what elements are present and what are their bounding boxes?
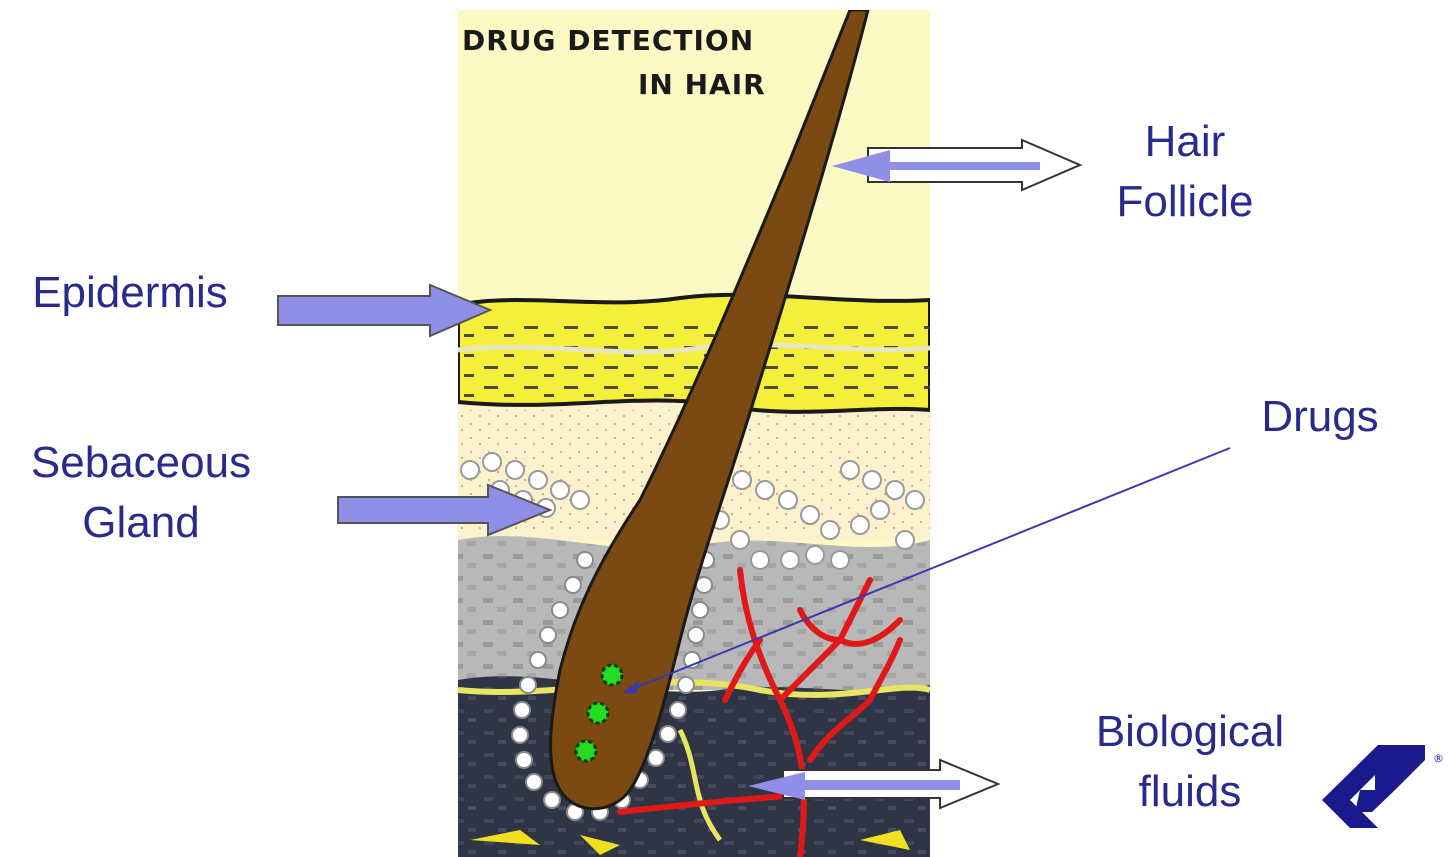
label-epidermis-line-1: Epidermis bbox=[10, 263, 250, 323]
drug-dot bbox=[602, 665, 622, 685]
label-epidermis: Epidermis bbox=[10, 263, 250, 323]
panel-title-line-2: IN HAIR bbox=[638, 68, 766, 101]
drug-dot bbox=[576, 741, 596, 761]
label-hair-follicle-line-1: Hair bbox=[1090, 112, 1280, 172]
drug-dot bbox=[588, 703, 608, 723]
label-hair-follicle-line-2: Follicle bbox=[1090, 172, 1280, 232]
logo-registered-mark: ® bbox=[1433, 752, 1444, 765]
label-biological-fluids-line-2: fluids bbox=[1070, 762, 1310, 822]
label-sebaceous-gland-line-1: Sebaceous bbox=[8, 433, 274, 493]
label-drugs-line-1: Drugs bbox=[1235, 387, 1405, 447]
label-sebaceous-gland: Sebaceous Gland bbox=[8, 433, 274, 553]
hair-follicle-arrow bbox=[832, 140, 1080, 190]
label-drugs: Drugs bbox=[1235, 387, 1405, 447]
panel-title-line-1: DRUG DETECTION bbox=[462, 24, 754, 57]
label-sebaceous-gland-line-2: Gland bbox=[8, 493, 274, 553]
skin-panel bbox=[458, 10, 930, 857]
label-biological-fluids-line-1: Biological bbox=[1070, 702, 1310, 762]
label-hair-follicle: Hair Follicle bbox=[1090, 112, 1280, 232]
company-logo bbox=[1322, 745, 1425, 840]
label-biological-fluids: Biological fluids bbox=[1070, 702, 1310, 822]
